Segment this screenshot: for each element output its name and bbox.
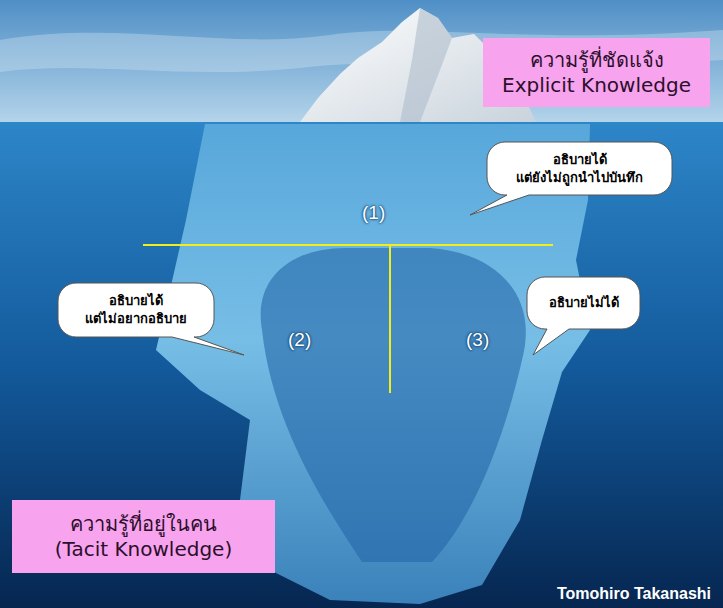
knowledge-box: ความรู้ที่ชัดแจ้งExplicit Knowledge bbox=[483, 38, 710, 107]
bubble-outline bbox=[487, 142, 672, 195]
bubble-text: อธิบายไม่ได้ bbox=[549, 294, 619, 312]
bubble-shape bbox=[470, 142, 672, 215]
box-text: Explicit Knowledge bbox=[502, 73, 691, 98]
box-text: ความรู้ที่ชัดแจ้ง bbox=[530, 48, 664, 73]
sky bbox=[0, 0, 723, 123]
iceberg-hollow bbox=[261, 248, 526, 562]
watermark: Tomohiro Takanashi bbox=[557, 585, 711, 603]
speech-bubble: อธิบายได้ แต่ไม่อยากอธิบาย bbox=[58, 283, 214, 337]
divider-horizontal bbox=[143, 244, 553, 246]
box-text: ความรู้ที่อยู่ในคน bbox=[70, 512, 217, 537]
sea bbox=[0, 122, 723, 608]
box-text: (Tacit Knowledge) bbox=[55, 537, 232, 562]
callout-number: (3) bbox=[466, 329, 489, 351]
speech-bubble: อธิบายไม่ได้ bbox=[527, 277, 640, 329]
callout-number: (2) bbox=[288, 329, 311, 351]
bubble-shape bbox=[58, 283, 244, 355]
knowledge-box: ความรู้ที่อยู่ในคน(Tacit Knowledge) bbox=[12, 500, 275, 573]
bubble-shape bbox=[527, 277, 640, 355]
bubble-text: อธิบายได้ แต่ยังไม่ถูกนำไปบันทึก bbox=[499, 151, 660, 186]
bubble-text: อธิบายได้ แต่ไม่อยากอธิบาย bbox=[70, 292, 202, 327]
iceberg-tip-shade bbox=[400, 8, 452, 122]
speech-bubble: อธิบายได้ แต่ยังไม่ถูกนำไปบันทึก bbox=[487, 142, 672, 195]
divider-vertical bbox=[389, 245, 391, 393]
bubble-outline bbox=[58, 283, 214, 337]
callout-number: (1) bbox=[362, 202, 385, 224]
